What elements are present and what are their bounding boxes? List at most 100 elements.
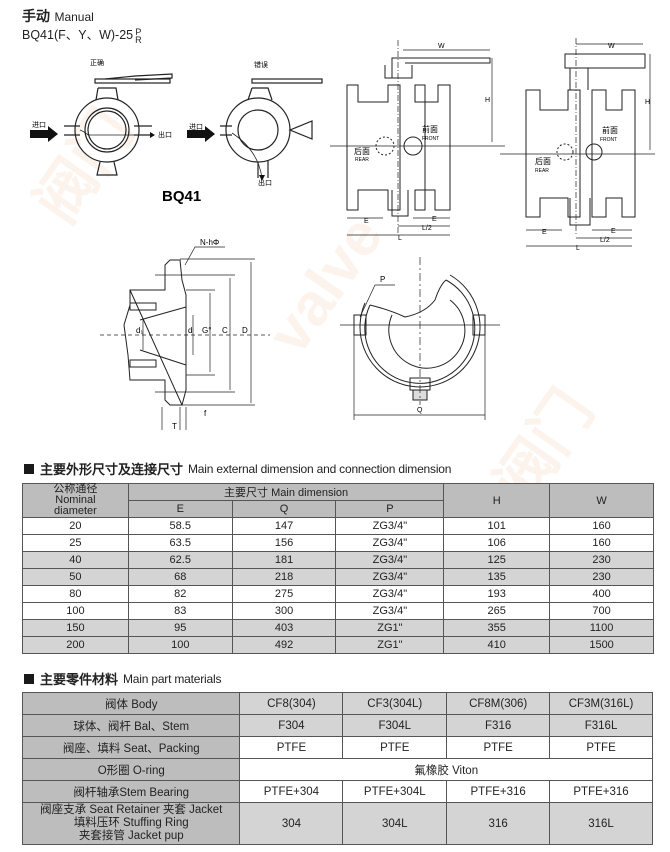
outlet-label-2: 出口 — [258, 178, 272, 187]
cell-w: 1100 — [549, 619, 654, 637]
dimension-title-en: Main external dimension and connection d… — [188, 461, 452, 476]
dimension-title-cn: 主要外形尺寸及连接尺寸 — [40, 462, 184, 477]
header-h: H — [443, 483, 551, 518]
material-cell: CF3M(316L) — [549, 692, 653, 715]
flange-c: C — [222, 326, 228, 335]
nominal-cn: 公称通径 — [53, 483, 98, 495]
material-cell: F304L — [342, 714, 448, 737]
front-cn-2: 前面 — [602, 125, 618, 135]
correct-label: 正确 — [90, 58, 104, 67]
dim-e-2b: E — [611, 228, 616, 235]
rear-cn-2: 后面 — [535, 156, 551, 166]
cell-h: 106 — [443, 534, 551, 552]
cell-q: 403 — [231, 619, 337, 637]
cell-p: ZG1" — [335, 619, 445, 637]
header-q: Q — [231, 500, 337, 518]
material-row-ball-stem: 球体、阀杆 Bal、Stem F304 F304L F316 F316L — [21, 714, 653, 737]
material-row-stem-bearing: 阀杆轴承Stem Bearing PTFE+304 PTFE+304L PTFE… — [21, 780, 653, 803]
material-cell: F316 — [446, 714, 551, 737]
material-label: O形圈 O-ring — [21, 758, 241, 781]
nominal-en1: Nominal — [55, 494, 96, 506]
cell-q: 275 — [231, 585, 337, 603]
flange-n-h-phi: N-hΦ — [200, 238, 219, 247]
suffix-top: P — [135, 26, 142, 37]
header-p: P — [335, 500, 445, 518]
header-nominal-diameter: 公称通径 Nominal diameter — [22, 483, 129, 518]
page-title: 手动 Manual — [22, 6, 94, 26]
cell-w: 230 — [549, 551, 654, 569]
jacket-q: Q — [417, 407, 423, 414]
cell-w: 400 — [549, 585, 654, 603]
flange-d: d — [188, 326, 192, 335]
inlet-label-2: 进口 — [189, 123, 203, 131]
cell-q: 218 — [231, 568, 337, 586]
wrong-label: 错误 — [254, 60, 268, 69]
jacket-section-diagram: P Q — [340, 257, 500, 420]
material-cell: PTFE — [549, 736, 653, 759]
cell-w: 1500 — [549, 636, 654, 654]
cell-h: 125 — [443, 551, 551, 569]
title-en: Manual — [54, 10, 94, 24]
cell-dn: 150 — [22, 619, 129, 637]
cell-q: 156 — [231, 534, 337, 552]
model-text: BQ41(F、Y、W)-25 — [22, 28, 134, 42]
suffix-bottom: R — [135, 34, 142, 45]
cell-q: 492 — [231, 636, 337, 654]
material-cell: PTFE — [342, 736, 448, 759]
dimension-section-title: 主要外形尺寸及连接尺寸 Main external dimension and … — [24, 459, 451, 478]
model-label: BQ41 — [162, 188, 201, 205]
cell-e: 95 — [127, 619, 233, 637]
cell-p: ZG3/4" — [335, 551, 445, 569]
dim-e-1b: E — [432, 216, 437, 223]
cell-p: ZG3/4" — [335, 585, 445, 603]
nominal-en2: diameter — [54, 505, 97, 517]
cell-p: ZG1" — [335, 636, 445, 654]
elevation-diagram: W H 前面 FRONT 后面 REAR E E L/2 L W H 前面 FR… — [330, 38, 655, 250]
cell-h: 101 — [443, 517, 551, 535]
cell-e: 82 — [127, 585, 233, 603]
dimension-table: 公称通径 Nominal diameter 主要尺寸 Main dimensio… — [22, 483, 654, 654]
header-main-dimension: 主要尺寸 Main dimension — [127, 483, 445, 501]
cell-dn: 50 — [22, 568, 129, 586]
flange-d1: d₁ — [136, 326, 143, 335]
dim-h-1: H — [485, 97, 490, 104]
flange-f: f — [204, 409, 207, 418]
flange-detail-diagram: N-hΦ d₁ d G° C D f T — [100, 238, 270, 431]
front-cn-1: 前面 — [422, 124, 438, 134]
bullet-square-icon — [24, 673, 34, 684]
material-cell: 304L — [342, 802, 448, 845]
cell-q: 181 — [231, 551, 337, 569]
material-label-line: 填料压环 Stuffing Ring — [73, 817, 189, 829]
bullet-square-icon — [24, 463, 34, 474]
material-cell: PTFE — [239, 736, 344, 759]
material-cell: PTFE+316 — [446, 780, 551, 803]
materials-title-en: Main part materials — [123, 671, 222, 686]
flange-t: T — [172, 422, 177, 431]
cell-e: 58.5 — [127, 517, 233, 535]
material-cell: 304 — [239, 802, 344, 845]
materials-table: 阀体 Body CF8(304) CF3(304L) CF8M(306) CF3… — [21, 692, 653, 845]
cell-w: 230 — [549, 568, 654, 586]
cell-w: 160 — [549, 517, 654, 535]
dim-e-1a: E — [364, 218, 369, 225]
cell-dn: 200 — [22, 636, 129, 654]
cell-w: 700 — [549, 602, 654, 620]
material-cell: F304 — [239, 714, 344, 737]
cell-p: ZG3/4" — [335, 602, 445, 620]
material-cell: CF8M(306) — [446, 692, 551, 715]
dim-l2-1: L/2 — [422, 225, 432, 232]
material-cell: 316L — [549, 802, 653, 845]
dim-l2-2: L/2 — [600, 237, 610, 244]
front-en-1: FRONT — [422, 136, 439, 142]
cell-e: 68 — [127, 568, 233, 586]
material-cell: PTFE+304 — [239, 780, 344, 803]
material-label-line: 阀座支承 Seat Retainer 夹套 Jacket — [40, 804, 223, 816]
